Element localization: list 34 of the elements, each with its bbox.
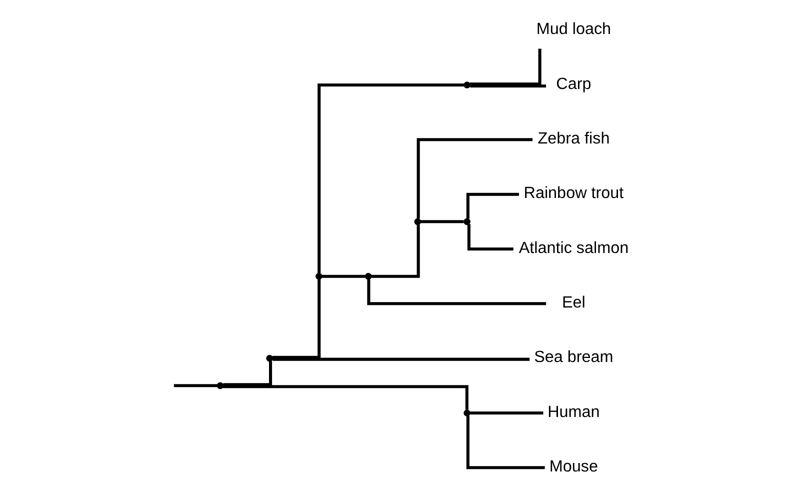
connector — [466, 192, 518, 219]
connector — [420, 220, 464, 224]
connector — [222, 385, 468, 410]
node-point — [315, 272, 322, 280]
node-text: Sea bream — [534, 348, 613, 366]
node-point — [216, 382, 224, 390]
node-text: Atlantic salmon — [518, 238, 628, 257]
connector — [466, 416, 544, 470]
connector — [173, 384, 217, 388]
connector — [321, 274, 364, 278]
connector — [272, 279, 320, 359]
connector — [469, 48, 541, 86]
connector — [470, 411, 543, 415]
node-point — [364, 272, 372, 280]
node-point — [463, 82, 470, 88]
connector — [366, 279, 546, 306]
node-text: Carp — [556, 74, 591, 93]
connector — [416, 138, 532, 219]
node-point — [463, 218, 470, 226]
connector — [466, 224, 513, 251]
node-text: Zebra fish — [537, 130, 610, 148]
node-point — [266, 354, 272, 362]
connector — [272, 358, 530, 361]
node-point — [414, 218, 421, 226]
connector — [317, 83, 464, 274]
node-text: Mud loach — [536, 20, 611, 38]
node-text: Eel — [562, 294, 585, 312]
connector — [370, 224, 420, 278]
node-text: Mouse — [548, 458, 598, 476]
node-point — [463, 410, 470, 416]
node-text: Human — [547, 402, 600, 421]
node-text: Rainbow trout — [523, 184, 624, 202]
connector — [470, 84, 546, 88]
connector — [222, 361, 272, 386]
